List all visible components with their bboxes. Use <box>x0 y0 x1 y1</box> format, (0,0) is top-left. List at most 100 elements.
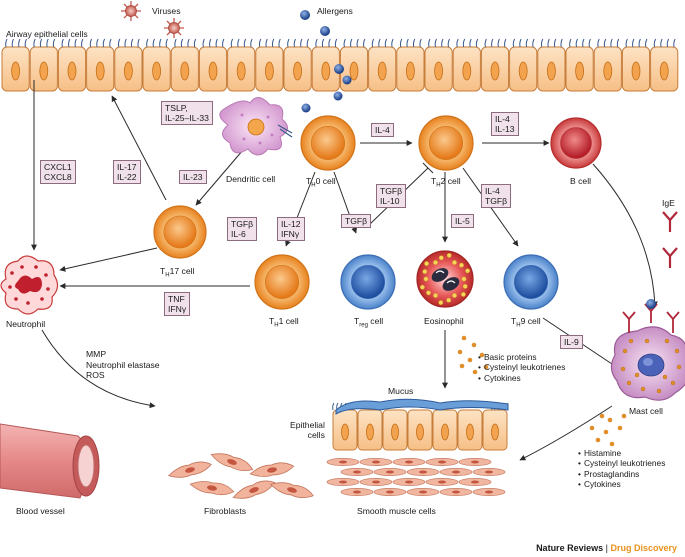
eosinophil-product: Cysteinyl leukotrienes <box>478 362 565 372</box>
smooth-muscle-cell <box>326 478 360 486</box>
fibroblast-cell <box>189 481 235 496</box>
allergen-icon <box>301 103 311 113</box>
epithelial-cell <box>396 38 425 92</box>
neutrophil-cell <box>0 255 59 315</box>
smooth-muscle-cell <box>340 468 374 476</box>
treg-cell <box>340 254 396 310</box>
th2-cell <box>418 115 474 171</box>
label-eosinophil: Eosinophil <box>424 316 464 326</box>
fibroblasts <box>167 453 314 499</box>
epithelial-cell <box>593 38 622 92</box>
epithelial-cell <box>509 38 538 92</box>
ige-antibody-icon <box>662 211 678 268</box>
epithelial-cell <box>432 409 458 451</box>
smooth-muscle-cell <box>359 478 393 486</box>
epithelial-cell <box>357 409 383 451</box>
epithelial-cell <box>170 38 199 92</box>
eosinophil-products: Basic proteins Cysteinyl leukotrienes Cy… <box>478 352 565 383</box>
epithelial-cell <box>29 38 58 92</box>
mucus-layer <box>335 398 509 415</box>
mast-product: Prostaglandins <box>578 469 665 479</box>
neutrophil-product: MMP <box>86 349 107 359</box>
smooth-muscle-cell <box>392 458 426 466</box>
epithelial-cell <box>452 38 481 92</box>
epithelial-cell <box>332 409 358 451</box>
smooth-muscle-cell <box>458 458 492 466</box>
credit-separator: | <box>605 543 608 553</box>
label-th1-cell: TH1 cell <box>269 316 299 329</box>
epithelial-cell <box>283 38 312 92</box>
label-dendritic-cell: Dendritic cell <box>226 174 276 184</box>
eosinophil-product: Cytokines <box>478 373 565 383</box>
label-th17-cell: TH17 cell <box>160 266 195 279</box>
credit-section: Drug Discovery <box>610 543 677 553</box>
neutrophil-product: Neutrophil elastase <box>86 359 160 370</box>
label-th0-cell: TH0 cell <box>306 176 336 189</box>
fibroblast-cell <box>167 461 212 478</box>
label-fibroblasts: Fibroblasts <box>204 506 247 516</box>
box-il23: IL-23 <box>179 170 207 184</box>
allergen-icon <box>333 91 343 101</box>
label-viruses: Viruses <box>152 6 181 16</box>
eosinophil-cell <box>416 250 474 308</box>
epithelial-cell <box>1 38 30 92</box>
epithelial-cell <box>198 38 228 92</box>
epithelial-cell <box>407 409 433 451</box>
label-blood-vessel: Blood vessel <box>16 506 65 516</box>
mast-product: Cysteinyl leukotrienes <box>578 458 665 468</box>
smooth-muscle-cell <box>373 488 407 496</box>
arrow-neutrophil-to-tissue <box>41 329 156 409</box>
epithelial-cell <box>255 38 284 92</box>
mast-products: Histamine Cysteinyl leukotrienes Prostag… <box>578 448 665 489</box>
box-tslp-il25-il33: TSLP,IL-25–IL-33 <box>161 101 213 125</box>
smooth-muscle-cell <box>359 458 393 466</box>
mast-product: Cytokines <box>578 479 665 489</box>
virus-icon <box>164 18 184 38</box>
smooth-muscle-cell <box>439 468 473 476</box>
fibroblast-cell <box>269 482 314 498</box>
th0-cell <box>300 115 356 171</box>
epithelial-cell <box>621 38 651 92</box>
fibroblast-cell <box>249 462 295 477</box>
epithelial-cell <box>457 409 483 451</box>
th1-cell <box>254 254 310 310</box>
box-il5: IL-5 <box>451 214 474 228</box>
mast-cell <box>610 299 685 401</box>
label-ige: IgE <box>662 198 675 208</box>
neutrophil-product: ROS <box>86 370 105 380</box>
smooth-muscle-cell <box>392 478 426 486</box>
allergen-icon <box>300 10 310 20</box>
box-tgfb: TGFβ <box>341 214 372 228</box>
b-cell <box>550 117 602 169</box>
epithelial-cell <box>382 409 408 451</box>
blood-vessel <box>0 423 100 499</box>
smooth-muscle-cell <box>472 488 506 496</box>
label-mast-cell: Mast cell <box>629 406 663 416</box>
epithelial-cell <box>424 38 453 92</box>
label-mucus: Mucus <box>388 386 414 396</box>
smooth-muscle-cell <box>439 488 473 496</box>
smooth-muscle-cell <box>458 478 492 486</box>
epithelial-cell <box>537 38 566 92</box>
fibroblast-cell <box>210 453 254 472</box>
smooth-muscle-cell <box>425 478 459 486</box>
journal-credit: Nature Reviews | Drug Discovery <box>536 543 677 553</box>
arrow-th17-to-epithelium <box>111 95 167 201</box>
box-il4: IL-4 <box>371 123 394 137</box>
label-neutrophil: Neutrophil <box>6 319 46 329</box>
epithelial-cell <box>227 38 256 92</box>
smooth-muscle-cell <box>406 488 440 496</box>
epithelial-cell <box>86 38 115 92</box>
smooth-muscle-cell <box>425 458 459 466</box>
epithelial-cell <box>482 409 508 451</box>
allergen-icon <box>342 75 352 85</box>
smooth-muscle-cell <box>373 468 407 476</box>
box-il9: IL-9 <box>560 335 583 349</box>
